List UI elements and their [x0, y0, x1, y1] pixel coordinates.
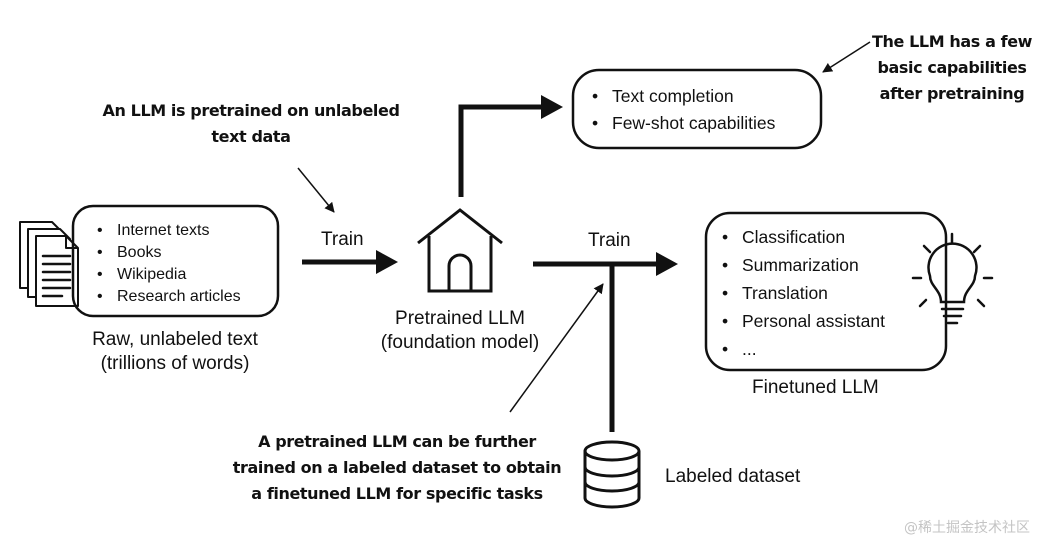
house-icon [417, 208, 503, 293]
note-line: basic capabilities [877, 58, 1027, 77]
pretrained-caption: Pretrained LLM (foundation model) [350, 307, 570, 355]
list-item: Text completion [590, 83, 775, 110]
train-arrow-2 [533, 252, 678, 276]
note-line: a finetuned LLM for specific tasks [251, 484, 543, 503]
watermark: @稀土掘金技术社区 [904, 520, 1030, 536]
list-item: Wikipedia [95, 264, 241, 286]
list-item: Internet texts [95, 220, 241, 242]
pretrain-note: An LLM is pretrained on unlabeled text d… [96, 98, 406, 150]
documents-icon [19, 221, 79, 307]
caption-line: Pretrained LLM [395, 308, 525, 329]
raw-text-caption: Raw, unlabeled text (trillions of words) [60, 328, 290, 376]
note-line: An LLM is pretrained on unlabeled [102, 101, 400, 120]
list-item: Research articles [95, 286, 241, 308]
list-item: Personal assistant [720, 307, 885, 335]
list-item: Books [95, 242, 241, 264]
database-icon [583, 440, 641, 509]
finetuned-caption: Finetuned LLM [752, 377, 879, 398]
list-item: Few-shot capabilities [590, 110, 775, 137]
capabilities-box [571, 68, 823, 150]
note-line: The LLM has a few [872, 32, 1033, 51]
capabilities-list: Text completion Few-shot capabilities [590, 83, 775, 137]
raw-text-list: Internet texts Books Wikipedia Research … [95, 220, 241, 308]
finetune-note-arrow [509, 283, 604, 413]
caption-line: (trillions of words) [100, 353, 250, 374]
list-item: ... [720, 335, 885, 363]
train-label-2: Train [588, 230, 631, 251]
capabilities-note: The LLM has a few basic capabilities aft… [872, 29, 1032, 107]
list-item: Summarization [720, 251, 885, 279]
dataset-label: Labeled dataset [665, 466, 801, 487]
train-arrow-1 [302, 250, 398, 274]
finetuned-box [704, 211, 948, 372]
train-label-1: Train [321, 229, 364, 250]
finetune-note: A pretrained LLM can be further trained … [222, 429, 572, 507]
raw-text-box [71, 204, 280, 318]
finetuned-list: Classification Summarization Translation… [720, 223, 885, 363]
capabilities-note-arrow [822, 41, 871, 73]
list-item: Classification [720, 223, 885, 251]
list-item: Translation [720, 279, 885, 307]
capabilities-arrow [458, 95, 563, 197]
pretrain-note-arrow [297, 167, 335, 213]
note-line: trained on a labeled dataset to obtain [232, 458, 562, 477]
caption-line: (foundation model) [380, 332, 540, 353]
lightbulb-icon [911, 232, 994, 325]
caption-line: Raw, unlabeled text [92, 329, 258, 350]
note-line: after pretraining [879, 84, 1025, 103]
note-line: text data [211, 127, 291, 146]
note-line: A pretrained LLM can be further [258, 432, 536, 451]
